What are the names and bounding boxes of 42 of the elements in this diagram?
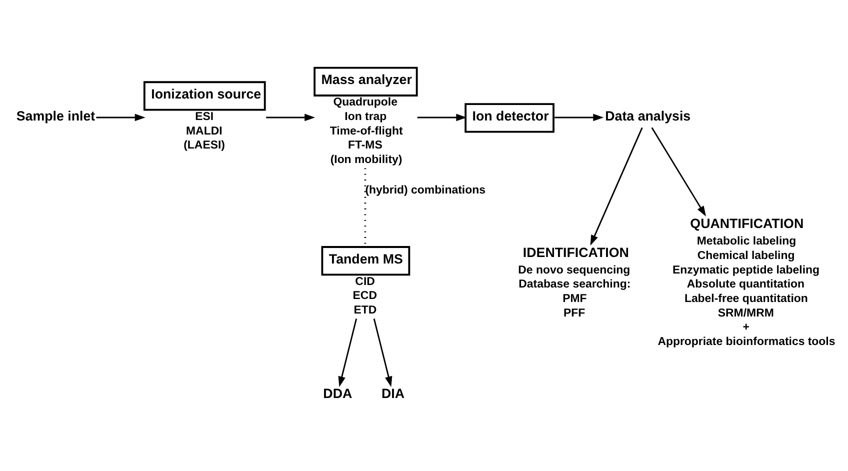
node-text: IDENTIFICATION — [522, 244, 629, 260]
node-label: Quadrupole — [333, 96, 398, 108]
arrow — [338, 318, 358, 387]
edge-label: (hybrid) combinations — [365, 184, 486, 196]
node-label: Appropriate bioinformatics tools — [658, 336, 836, 348]
node-box: Ionization source — [143, 80, 266, 110]
node-label: (Ion mobility) — [330, 153, 402, 166]
node-label: SRM/MRM — [718, 306, 774, 319]
node-label: CID — [355, 275, 375, 288]
node-text: DDA — [323, 386, 352, 401]
arrow — [373, 318, 392, 387]
node-text: QUANTIFICATION — [690, 216, 804, 231]
node-label: De novo sequencing — [518, 264, 630, 276]
node-text: Sample inlet — [16, 108, 96, 124]
node-text: Data analysis — [605, 108, 691, 124]
node-label: ETD — [354, 304, 377, 316]
arrow — [590, 126, 643, 246]
node-label: + — [742, 321, 750, 334]
node-label: Chemical labeling — [697, 250, 795, 262]
arrow — [96, 113, 146, 121]
node-label: MALDI — [186, 124, 222, 137]
arrow — [554, 113, 604, 121]
arrow — [266, 113, 316, 121]
node-label: Database searching: — [518, 278, 631, 290]
node-label: Enzymatic peptide labeling — [672, 264, 820, 276]
node-label: PFF — [564, 306, 586, 319]
node-label: PMF — [562, 292, 587, 305]
node-label: ECD — [352, 290, 377, 302]
node-label: Label-free quantitation — [684, 292, 808, 305]
node-label: Metabolic labeling — [696, 235, 796, 248]
node-box: Ion detector — [464, 102, 554, 132]
arrow — [651, 126, 706, 216]
node-text: DIA — [381, 386, 405, 401]
node-label: Time-of-flight — [330, 124, 403, 137]
node-label: ESI — [195, 110, 214, 122]
node-box: Mass analyzer — [314, 66, 418, 96]
node-label: Ion trap — [344, 110, 387, 122]
node-label: Absolute quantitation — [686, 278, 805, 290]
node-box: Tandem MS — [321, 246, 410, 276]
node-label: FT-MS — [348, 139, 382, 152]
node-label: (LAESI) — [184, 139, 225, 152]
arrow — [417, 113, 467, 121]
